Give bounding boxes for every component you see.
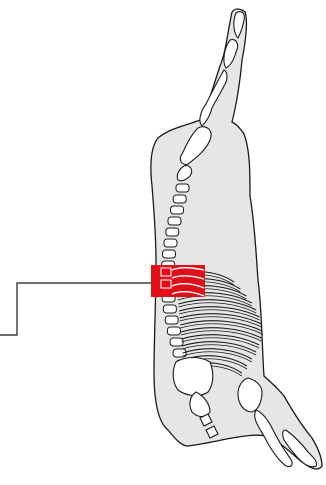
vertebra bbox=[163, 250, 176, 258]
vertebra bbox=[168, 217, 181, 225]
vertebra bbox=[163, 305, 176, 313]
carcass-outline bbox=[151, 9, 322, 469]
vertebra bbox=[170, 338, 183, 346]
vertebra bbox=[176, 184, 189, 192]
vertebra bbox=[167, 327, 180, 335]
vertebra bbox=[173, 195, 186, 203]
vertebra bbox=[164, 239, 177, 247]
vertebra bbox=[165, 316, 178, 324]
vertebra bbox=[166, 228, 179, 236]
highlighted-rib-section bbox=[151, 265, 205, 297]
vertebra bbox=[171, 206, 184, 214]
leader-line bbox=[0, 283, 151, 335]
